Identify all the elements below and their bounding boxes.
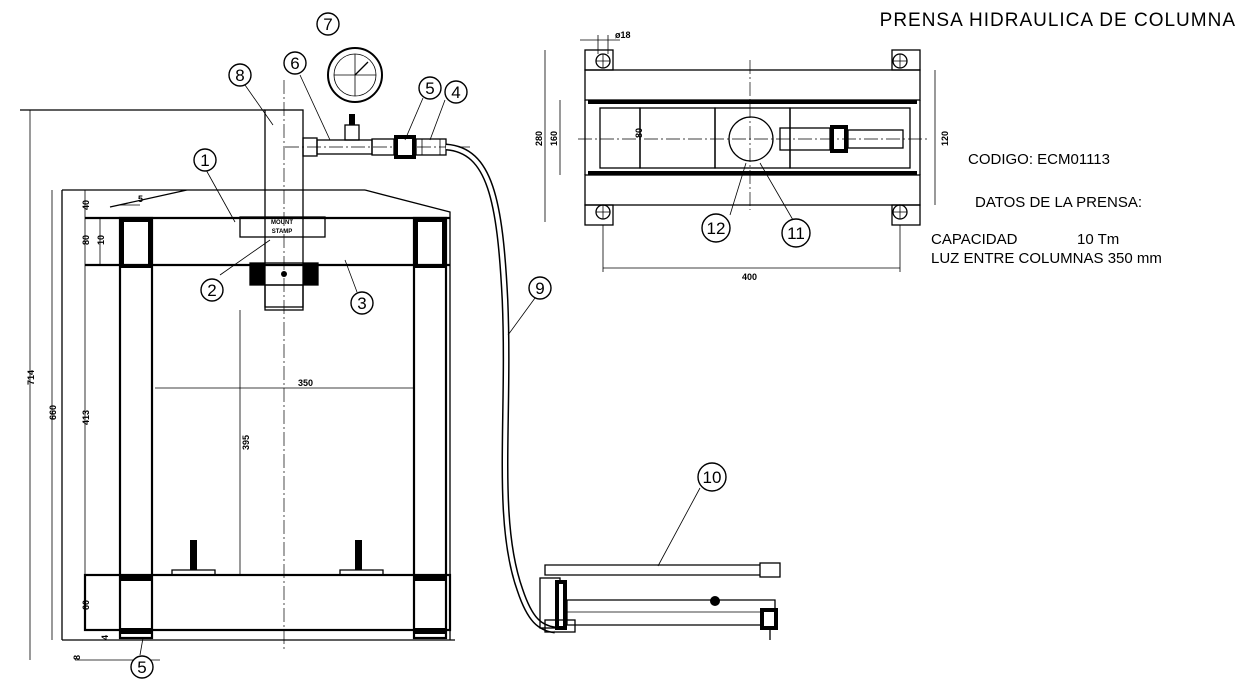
plate-label-1: MOUNT: [271, 220, 293, 226]
callout-2: 2: [207, 281, 216, 300]
callout-5-base: 5: [137, 658, 146, 677]
callouts: 1 2 3 4 5 6 7 8 9 10 11 12 5: [130, 12, 811, 679]
dim-plan-width: 400: [742, 272, 757, 282]
dim-base-gap: 4: [100, 635, 110, 640]
dim-plan-right: 120: [940, 131, 950, 146]
dim-plan-channel: 80: [634, 128, 644, 138]
callout-11: 11: [787, 224, 805, 243]
pump-outlet: [544, 619, 576, 633]
callout-10: 10: [703, 468, 722, 487]
callout-9: 9: [535, 279, 544, 298]
callout-8: 8: [235, 66, 244, 85]
callout-1: 1: [200, 151, 209, 170]
callout-3: 3: [357, 294, 366, 313]
callout-12: 12: [707, 219, 726, 238]
plate-label-2: STAMP: [272, 229, 293, 235]
luz-entre-columnas: LUZ ENTRE COLUMNAS 350 mm: [931, 250, 1162, 267]
capacidad-label: CAPACIDAD: [931, 231, 1018, 248]
dim-total-height: 714: [26, 370, 36, 385]
dim-top-plate: 40: [81, 200, 91, 210]
dim-beam-small: 10: [96, 235, 106, 245]
codigo-label: CODIGO: ECM01113: [968, 151, 1110, 168]
dim-hole-diameter: ø18: [615, 30, 631, 40]
press-base: [83, 573, 452, 632]
front-view: MOUNT STAMP: [20, 80, 455, 661]
dim-foot: 8: [72, 655, 82, 660]
datos-heading: DATOS DE LA PRENSA:: [975, 194, 1142, 211]
dim-top-offset: 5: [138, 194, 143, 204]
hand-pump: [539, 562, 781, 640]
mount-plate: [239, 216, 326, 238]
gauge-assembly: [285, 47, 470, 159]
callout-7: 7: [323, 15, 332, 34]
dim-span: 350: [298, 378, 313, 388]
pump-reservoir: [566, 599, 776, 626]
callout-6: 6: [290, 54, 299, 73]
callout-5: 5: [425, 79, 434, 98]
dim-plan-depth-mid: 160: [549, 131, 559, 146]
dim-inner-height: 413: [81, 410, 91, 425]
dim-base-height: 60: [81, 600, 91, 610]
plan-top-beam: [584, 69, 921, 101]
frame-outline: [61, 190, 455, 641]
drawing-title: PRENSA HIDRAULICA DE COLUMNA: [879, 10, 1236, 31]
pump-handle: [544, 564, 776, 576]
hydraulic-hose: [445, 143, 556, 634]
capacidad-value: 10 Tm: [1077, 231, 1120, 248]
plan-view: ø18 400 280 160 80 120: [534, 30, 950, 282]
callout-4: 4: [451, 83, 460, 102]
top-plate-right-edge: [364, 189, 451, 640]
plan-bottom-beam: [584, 174, 921, 206]
dim-plan-depth-outer: 280: [534, 131, 544, 146]
dim-beam: 80: [81, 235, 91, 245]
dim-work-height: 395: [241, 435, 251, 450]
dim-frame-height: 660: [48, 405, 58, 420]
